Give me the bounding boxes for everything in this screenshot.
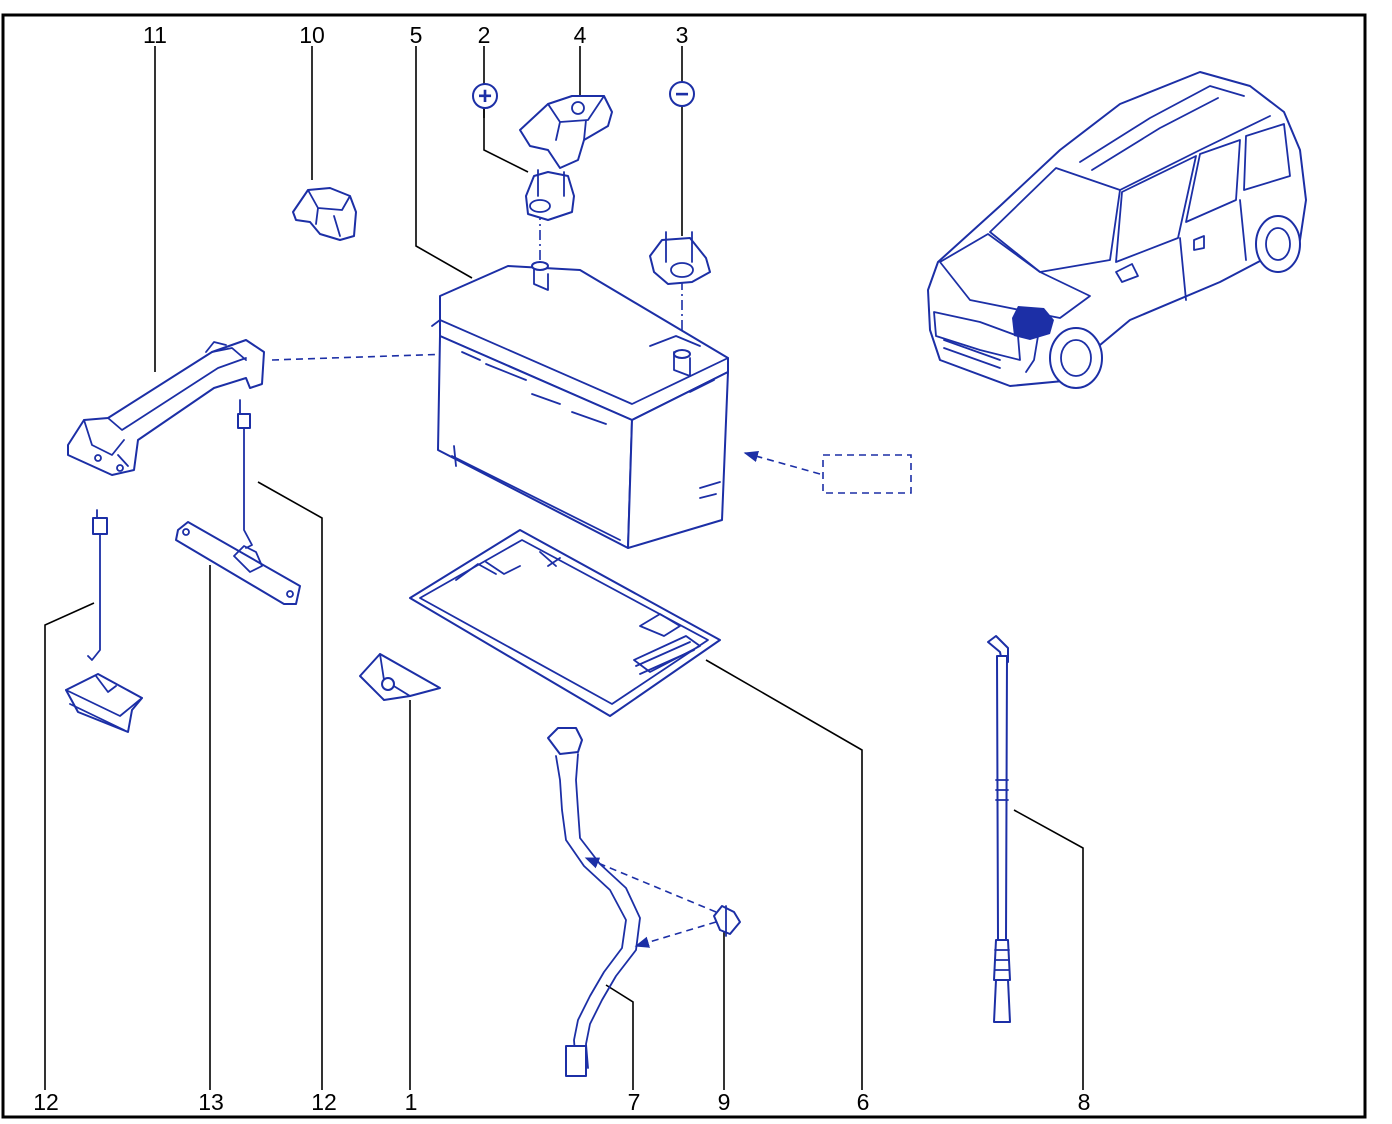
positive-terminal-clamp-cover (519, 95, 613, 169)
callout-7: 7 (628, 1089, 641, 1115)
callout-labels: 11 10 5 2 4 3 12 13 12 1 7 9 6 8 (33, 22, 1090, 1115)
callout-4: 4 (574, 22, 587, 48)
callout-13: 13 (198, 1089, 224, 1115)
vent-hose (547, 727, 641, 1077)
battery-tray (409, 529, 721, 717)
support-rod (987, 635, 1011, 1023)
callout-9: 9 (718, 1089, 731, 1115)
hold-down-rod-right (237, 399, 253, 549)
callout-5: 5 (410, 22, 423, 48)
hose-clip (713, 905, 741, 937)
hold-down-rod-left (65, 509, 143, 733)
callout-12-left: 12 (33, 1089, 59, 1115)
svg-text:+: + (478, 83, 492, 110)
vehicle-view (927, 71, 1307, 389)
battery-hold-down-bracket (67, 339, 265, 476)
battery-location-marker (1012, 306, 1054, 340)
callout-1: 1 (405, 1089, 418, 1115)
callout-8: 8 (1078, 1089, 1091, 1115)
positive-symbol: + (472, 83, 498, 110)
diagram-frame (1, 13, 1367, 1119)
positive-terminal-clamp (525, 169, 575, 221)
callout-12-right: 12 (311, 1089, 337, 1115)
battery-terminal-cover (292, 187, 357, 241)
callout-6: 6 (857, 1089, 870, 1115)
clamp-plate (175, 521, 301, 605)
battery (431, 261, 729, 549)
negative-symbol: − (669, 81, 695, 108)
callout-2: 2 (478, 22, 491, 48)
svg-text:−: − (675, 81, 689, 108)
retaining-bolt (359, 653, 441, 701)
callout-11: 11 (143, 22, 167, 48)
callout-10: 10 (299, 22, 325, 48)
negative-terminal-clamp (649, 231, 711, 285)
leader-lines (44, 46, 1084, 1090)
callout-3: 3 (676, 22, 689, 48)
